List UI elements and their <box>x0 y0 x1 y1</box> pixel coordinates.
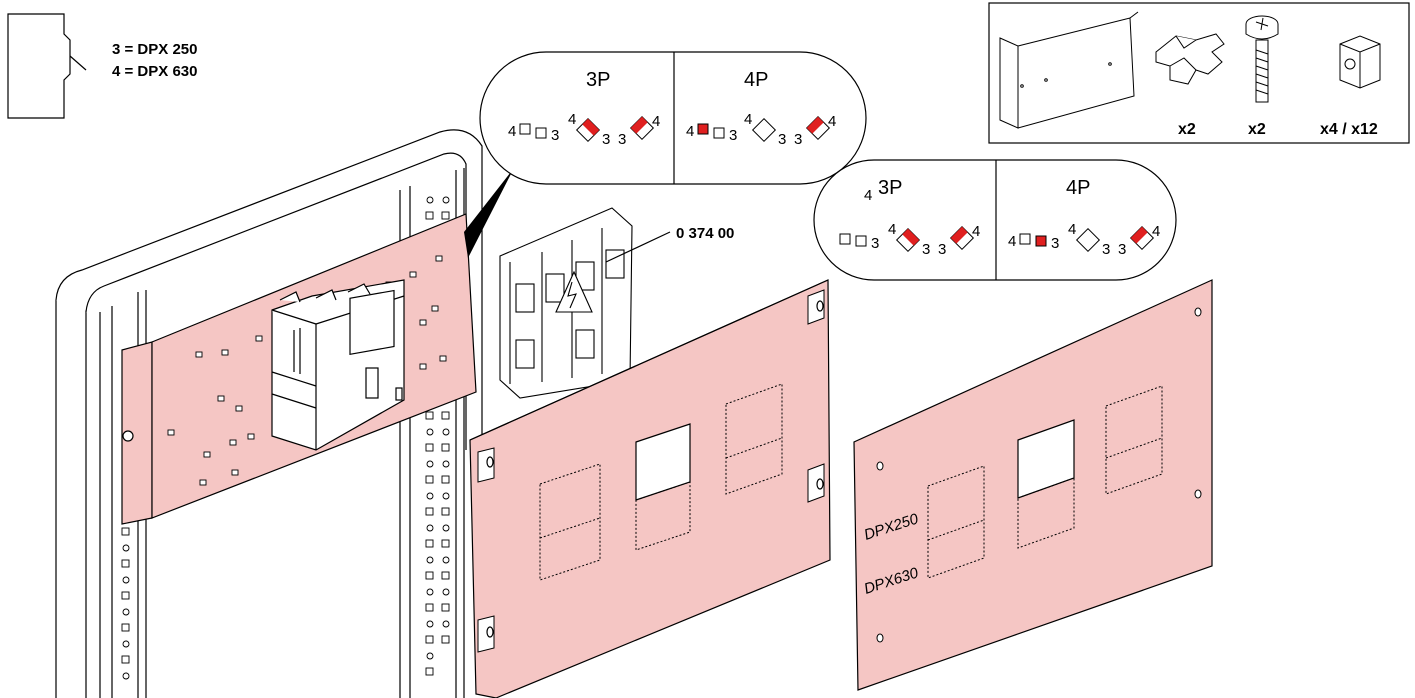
code-digit: 4 <box>744 111 752 128</box>
code-digit: 3 <box>938 241 946 258</box>
terminal-shield <box>499 207 633 399</box>
dpx-breaker <box>271 279 405 451</box>
cage-nut-icon <box>1339 35 1381 89</box>
code-digit: 4 <box>1008 233 1016 250</box>
qty-cage-nut: x4 / x12 <box>1320 121 1378 138</box>
callout-mid-prefix: 4 <box>864 187 872 204</box>
tilted-marker-red <box>1129 225 1155 251</box>
code-digit: 3 <box>729 127 737 144</box>
code-digit: 3 <box>794 131 802 148</box>
code-digit: 4 <box>568 111 576 128</box>
code-digit: 3 <box>922 241 930 258</box>
callout-mid-4p-title: 4P <box>1066 177 1090 199</box>
tilted-marker <box>751 117 777 143</box>
front-plate-center <box>469 279 831 698</box>
callout-top-4p-title: 4P <box>744 69 768 91</box>
code-digit: 4 <box>972 223 980 240</box>
tilted-marker-red <box>575 117 601 143</box>
legend-line-1: 3 = DPX 250 <box>112 41 197 58</box>
code-digit: 4 <box>1068 221 1076 238</box>
tilted-marker-red <box>805 115 831 141</box>
qty-clip: x2 <box>1178 121 1196 138</box>
code-digit: 4 <box>1152 223 1160 240</box>
callout-mid-3p-title: 3P <box>878 177 902 199</box>
code-digit: 3 <box>1051 235 1059 252</box>
callout-top: 3P 4P 4 3 4 3 3 4 4 3 4 3 3 <box>464 51 867 258</box>
code-digit: 4 <box>686 123 694 140</box>
code-digit: 3 <box>618 131 626 148</box>
breaker-side-icon <box>7 13 87 119</box>
clip-icon <box>1155 33 1225 85</box>
callout-mid: 4 3P 4P 3 4 3 3 4 4 3 4 3 3 <box>813 159 1177 281</box>
code-digit: 3 <box>871 235 879 252</box>
code-digit: 4 <box>508 123 516 140</box>
code-digit: 3 <box>551 127 559 144</box>
tilted-marker-red <box>949 225 975 251</box>
tilted-marker-red <box>895 227 921 253</box>
code-digit: 3 <box>1118 241 1126 258</box>
part-number-label: 0 374 00 <box>676 225 734 242</box>
code-digit: 4 <box>652 113 660 130</box>
code-digit: 3 <box>778 131 786 148</box>
code-digit: 4 <box>828 113 836 130</box>
screw-icon <box>1245 15 1279 103</box>
part-leader-line <box>605 231 671 263</box>
tilted-marker-red <box>629 115 655 141</box>
code-digit: 3 <box>1102 241 1110 258</box>
tilted-marker <box>1075 227 1101 253</box>
mount-plate-icon <box>999 11 1139 129</box>
front-plate-right: DPX250 DPX630 <box>853 279 1213 691</box>
code-digit: 3 <box>602 131 610 148</box>
qty-screw: x2 <box>1248 121 1266 138</box>
kit-contents-box: x2 x2 x4 / x12 <box>988 2 1410 144</box>
callout-top-3p-title: 3P <box>586 69 610 91</box>
code-digit: 4 <box>888 221 896 238</box>
legend-line-2: 4 = DPX 630 <box>112 63 197 80</box>
